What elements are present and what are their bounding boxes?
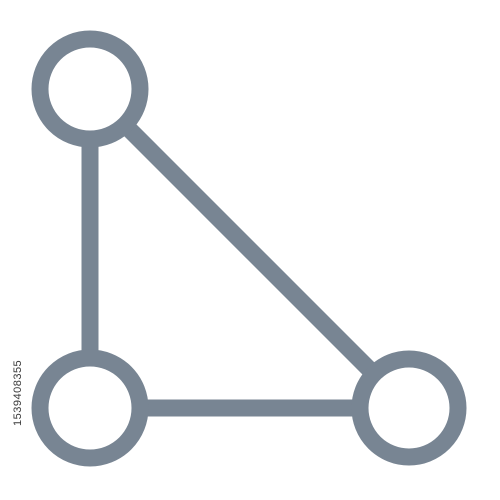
node-top [31, 30, 149, 148]
side-id-text: 1539408355 [12, 359, 24, 426]
node-bottom-right [351, 350, 467, 466]
edge-top-to-bottom-right [123, 123, 377, 377]
node-bottom-left [31, 349, 149, 467]
